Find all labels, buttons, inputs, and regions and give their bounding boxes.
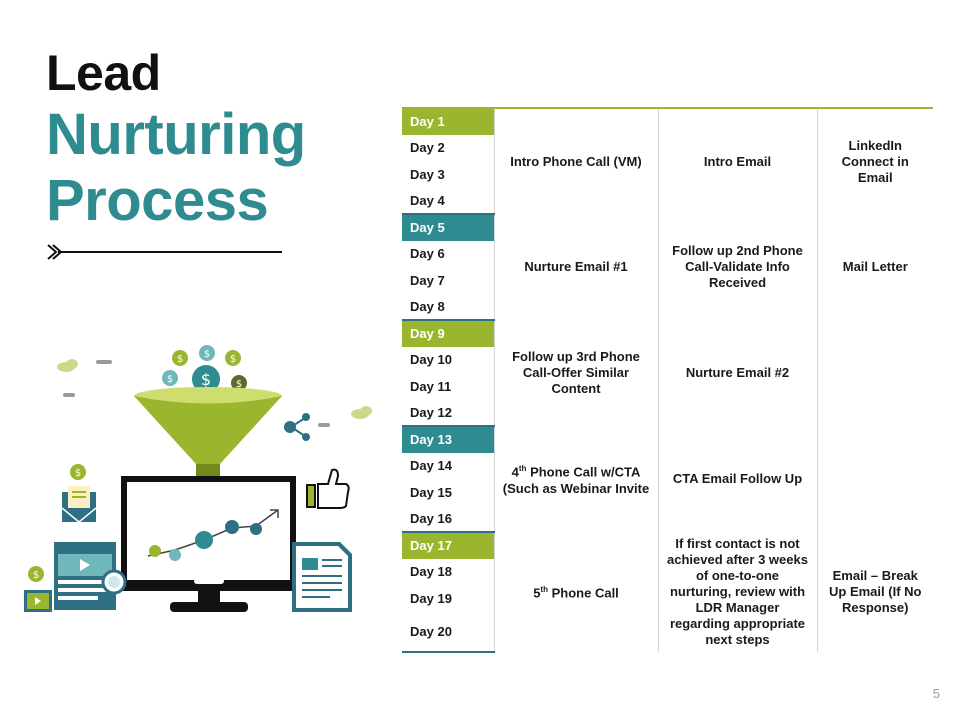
svg-text:$: $ [204,349,210,360]
activity-cell: If first contact is not achieved after 3… [657,532,817,652]
svg-text:$: $ [236,379,242,390]
table-row: Day 12 [402,399,933,427]
table-row: Day 15 [402,479,933,506]
day-cell: Day 13 [402,426,494,453]
svg-text:$: $ [33,570,39,581]
table-row: Day 11 [402,373,933,400]
table-row: Day 13 4th Phone Call w/CTA (Such as Web… [402,426,933,532]
day-cell: Day 8 [402,293,494,321]
ordinal-suffix: th [518,464,527,474]
day-cell: Day 4 [402,187,494,215]
document-icon [292,542,352,612]
day-cell: Day 19 [410,591,452,607]
activity-cell: Nurture Email #1 [493,214,658,320]
table-row: Day 18 [402,559,933,586]
thumbs-up-icon [306,468,350,509]
activity-text: Phone Call [548,585,619,601]
day-cell: Day 18 [410,564,452,580]
table-row: Day 5 Nurture Email #1 Follow up 2nd Pho… [402,214,933,320]
table-row: Day 19 [402,585,933,612]
table-row: Day 2 [402,135,933,162]
day-cell: Day 1 [402,107,494,135]
cloud-icon [57,359,372,419]
day-cell: Day 15 [410,484,452,500]
marketing-illustration: $ $ $ $ $ $ [24,345,372,612]
activity-cell [816,320,933,426]
table-row: Day 6 [402,241,933,268]
activity-cell [816,426,933,532]
share-icon [284,413,310,441]
table-row: Day 16 [402,505,933,533]
activity-cell: Nurture Email #2 [657,320,817,426]
activity-cell: Mail Letter [816,214,933,320]
table-row: Day 17 5th Phone Call If first contact i… [402,532,933,652]
slide-title: Lead Nurturing Process [46,44,366,234]
day-cell: Day 9 [402,320,494,347]
activity-text: Phone Call w/CTA (Such as Webinar Invite [502,464,650,496]
day-cell: Day 14 [410,458,452,474]
activity-text: 4 [511,464,519,480]
table-row: Day 4 [402,187,933,215]
activity-text: 5 [533,585,541,601]
title-line-2: Nurturing [46,102,306,167]
day-cell: Day 20 [402,611,494,654]
activity-cell: Email – Break Up Email (If No Response) [816,532,933,652]
day-cell: Day 5 [402,214,494,241]
title-line-3: Process [46,168,269,233]
activity-cell: LinkedIn Connect in Email [816,107,933,214]
svg-text:$: $ [75,468,81,479]
activity-cell: Follow up 3rd Phone Call-Offer Similar C… [493,320,658,426]
magnifier-icon [98,569,127,604]
day-cell: Day 16 [402,505,494,533]
day-cell: Day 7 [410,272,445,288]
table-row: Day 8 [402,293,933,321]
svg-text:$: $ [167,374,173,385]
table-row: Day 10 [402,347,933,374]
day-cell: Day 3 [410,166,445,182]
table-row: Day 20 [402,611,933,654]
arrow-divider-icon [47,244,282,260]
day-cell: Day 12 [402,399,494,427]
day-cell: Day 10 [410,352,452,368]
svg-text:$: $ [201,370,211,389]
table-row: Day 3 [402,161,933,188]
growth-chart-icon [147,509,279,561]
day-cell: Day 11 [410,378,452,394]
ordinal-suffix: th [540,585,548,595]
activity-cell: Follow up 2nd Phone Call-Validate Info R… [657,214,817,320]
activity-cell: Intro Email [657,107,817,214]
page-number: 5 [932,686,940,701]
table-row: Day 14 [402,453,933,480]
table-row: Day 7 [402,267,933,294]
day-cell: Day 17 [402,532,494,559]
email-icon: $ [61,464,97,523]
activity-cell: Intro Phone Call (VM) [493,107,658,214]
svg-text:$: $ [230,354,236,365]
day-cell: Day 6 [410,246,445,262]
table-row: Day 9 Follow up 3rd Phone Call-Offer Sim… [402,320,933,426]
activity-cell: CTA Email Follow Up [657,426,817,532]
nurturing-schedule-table: Day 1 Intro Phone Call (VM) Intro Email … [402,107,933,654]
activity-cell: 5th Phone Call [493,532,658,652]
day-cell: Day 2 [410,140,445,156]
title-line-1: Lead [46,45,161,101]
activity-cell: 4th Phone Call w/CTA (Such as Webinar In… [493,426,658,532]
coin-icon: $ $ $ $ $ $ [162,345,247,393]
table-row: Day 1 Intro Phone Call (VM) Intro Email … [402,107,933,214]
svg-text:$: $ [177,354,183,365]
